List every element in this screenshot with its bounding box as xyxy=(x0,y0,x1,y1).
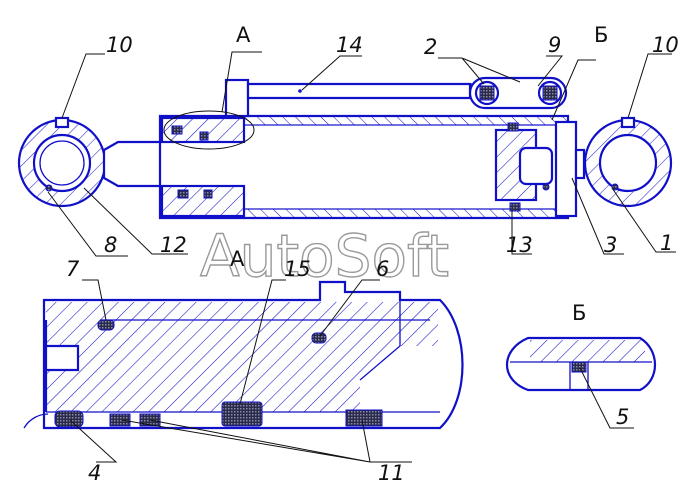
right-eye xyxy=(583,116,673,208)
callout-b: Б xyxy=(594,23,608,47)
callout-13: 13 xyxy=(506,233,533,257)
callout-7: 7 xyxy=(66,257,80,281)
callout-8: 8 xyxy=(104,233,117,257)
callout-4: 4 xyxy=(88,461,101,485)
callout-labels: 10 А 14 2 9 Б 10 8 12 13 3 1 7 А 15 6 Б … xyxy=(66,23,679,485)
callout-b-detail: Б xyxy=(572,301,586,325)
left-eye xyxy=(17,116,107,208)
detail-a-view xyxy=(23,280,464,430)
detail-a-circle xyxy=(163,110,255,150)
callout-15: 15 xyxy=(284,257,311,281)
tube-fitting xyxy=(468,76,568,110)
callout-10-left: 10 xyxy=(106,33,133,57)
main-assembly-view xyxy=(17,76,673,220)
callout-3: 3 xyxy=(604,233,617,257)
watermark: AutoSoft xyxy=(200,222,449,290)
callout-a: А xyxy=(236,23,251,47)
callout-6: 6 xyxy=(376,257,389,281)
detail-b-view xyxy=(505,336,656,392)
hydraulic-tube xyxy=(224,78,480,118)
callout-10-right: 10 xyxy=(652,33,679,57)
callout-1: 1 xyxy=(660,231,673,255)
callout-14: 14 xyxy=(336,33,363,57)
cylinder-barrel xyxy=(158,114,586,220)
callout-a-detail: А xyxy=(230,247,245,271)
callout-11: 11 xyxy=(378,461,405,485)
leader-lines xyxy=(47,51,676,463)
callout-12: 12 xyxy=(160,233,187,257)
callout-2: 2 xyxy=(424,35,437,59)
callout-9: 9 xyxy=(548,33,561,57)
callout-5: 5 xyxy=(616,405,629,429)
